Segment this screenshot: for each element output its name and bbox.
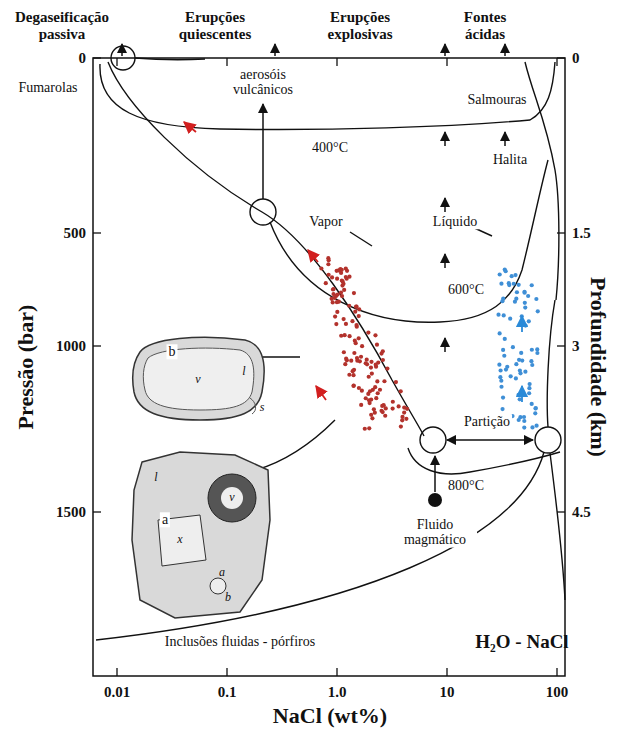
- axis-number: 1.0: [328, 684, 347, 701]
- phase-letter: x: [177, 533, 182, 546]
- regime-label: Degaseificação passiva: [2, 9, 122, 42]
- inclusion-b: [133, 337, 265, 420]
- regime-label: Erupções quiescentes: [165, 9, 265, 42]
- inclusion-letter: b: [167, 344, 178, 359]
- axis-number: 1.5: [572, 225, 591, 242]
- process-label: Partição: [462, 414, 512, 429]
- axis-number: 4.5: [572, 504, 591, 521]
- axis-number: 100: [546, 684, 569, 701]
- field-label: Halita: [491, 152, 529, 167]
- isotherm-label: 600°C: [446, 282, 486, 297]
- liquid-arrows: [521, 316, 523, 402]
- state-circles: [111, 46, 561, 453]
- regime-label: Fontes ácidas: [455, 9, 515, 42]
- plot-frame: [93, 58, 565, 676]
- axis-number: 10: [440, 684, 455, 701]
- system-label: H₂O - NaCl: [475, 632, 568, 653]
- field-label: Vapor: [307, 214, 344, 229]
- phase-letter: s: [260, 401, 265, 414]
- phase-letter: l: [242, 365, 245, 378]
- phase-letter: v: [229, 491, 234, 504]
- phase-letter: b: [225, 591, 231, 604]
- axis-title: NaCl (wt%): [273, 704, 387, 728]
- axis-ticks: [93, 58, 565, 676]
- axis-number: 3: [572, 338, 580, 355]
- caption-note: Inclusões fluidas - pórfiros: [163, 634, 317, 649]
- phase-curves: [96, 58, 565, 640]
- phase-letter: v: [195, 373, 200, 386]
- flow-arrows: [122, 44, 533, 492]
- phase-letter: l: [154, 471, 157, 484]
- axis-number: 0.1: [218, 684, 237, 701]
- axis-number: 0: [79, 50, 87, 67]
- field-label: Fumarolas: [16, 80, 79, 95]
- axis-title: Pressão (bar): [14, 305, 38, 430]
- axis-number: 500: [64, 225, 87, 242]
- phase-letter: a: [219, 566, 225, 579]
- inclusion-letter: a: [160, 512, 170, 527]
- fluid-dots: [319, 256, 540, 431]
- isotherm-label: 800°C: [446, 478, 486, 493]
- field-label: Líquido: [431, 214, 479, 229]
- regime-label: Erupções explosivas: [310, 9, 410, 42]
- field-label: Salmouras: [465, 92, 528, 107]
- inclusion-a: [132, 452, 270, 618]
- axis-number: 1000: [56, 338, 86, 355]
- axis-number: 1500: [56, 504, 86, 521]
- magmatic-fluid-dot: [428, 493, 442, 507]
- axis-title: Profundidade (km): [586, 277, 610, 457]
- axis-number: 0: [572, 50, 580, 67]
- axis-number: 0.01: [104, 684, 130, 701]
- field-label: Fluido magmático: [393, 517, 477, 548]
- field-label: aerosóis vulcânicos: [221, 67, 305, 98]
- isotherm-label: 400°C: [310, 140, 350, 155]
